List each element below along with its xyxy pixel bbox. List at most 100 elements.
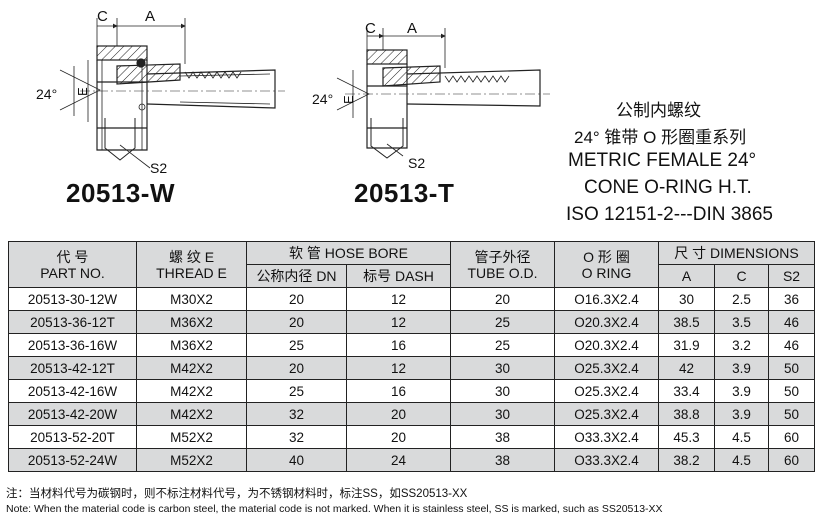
- cell-o-ring: O33.3X2.4: [554, 425, 659, 449]
- cell-tube-od: 38: [450, 425, 555, 449]
- fitting-drawings: C A 24° E S2 C A 24° E S2: [36, 8, 550, 176]
- cell-part-no: 20513-42-20W: [8, 402, 137, 426]
- cell-tube-od: 30: [450, 356, 555, 380]
- cell-dash: 12: [346, 310, 451, 334]
- cell-dim-a: 31.9: [658, 333, 715, 357]
- cell-thread: M42X2: [136, 402, 247, 426]
- cell-dim-c: 2.5: [714, 287, 769, 311]
- header-part-no: 代 号 PART NO.: [8, 241, 137, 288]
- model-label-w: 20513-W: [66, 178, 175, 208]
- header-hose-bore: 软 管 HOSE BORE: [246, 241, 451, 265]
- cell-thread: M42X2: [136, 356, 247, 380]
- note-english: Note: When the material code is carbon s…: [6, 503, 663, 515]
- cell-dn: 20: [246, 356, 347, 380]
- cell-dash: 12: [346, 356, 451, 380]
- cell-o-ring: O25.3X2.4: [554, 356, 659, 380]
- title-en-line1: METRIC FEMALE 24°: [568, 150, 757, 171]
- header-tube-od: 管子外径 TUBE O.D.: [450, 241, 555, 288]
- cell-thread: M52X2: [136, 448, 247, 472]
- cell-dim-s2: 50: [767, 379, 816, 403]
- cell-thread: M36X2: [136, 310, 247, 334]
- cell-part-no: 20513-36-12T: [8, 310, 137, 334]
- cell-dn: 32: [246, 425, 347, 449]
- cell-tube-od: 25: [450, 333, 555, 357]
- cell-dim-a: 33.4: [658, 379, 715, 403]
- cell-dim-s2: 50: [767, 356, 816, 380]
- dim-s2-label-w: S2: [150, 160, 167, 176]
- cell-tube-od: 38: [450, 448, 555, 472]
- drawing-20513-w: [59, 18, 285, 169]
- cell-dim-s2: 46: [767, 333, 816, 357]
- cell-thread: M30X2: [136, 287, 247, 311]
- header-dim-c: C: [714, 264, 769, 288]
- cell-tube-od: 20: [450, 287, 555, 311]
- cell-tube-od: 30: [450, 379, 555, 403]
- cell-thread: M52X2: [136, 425, 247, 449]
- cell-part-no: 20513-36-16W: [8, 333, 137, 357]
- cell-dim-a: 38.8: [658, 402, 715, 426]
- cell-dim-s2: 60: [767, 448, 816, 472]
- table-row: 20513-36-12T M36X2 20 12 25 O20.3X2.4 38…: [8, 310, 816, 334]
- table-row: 20513-52-20T M52X2 32 20 38 O33.3X2.4 45…: [8, 425, 816, 449]
- cell-dash: 20: [346, 425, 451, 449]
- cell-dim-s2: 60: [767, 425, 816, 449]
- cell-dim-c: 4.5: [714, 425, 769, 449]
- header-o-ring: O 形 圈 O RING: [554, 241, 659, 288]
- header-dimensions: 尺 寸 DIMENSIONS: [657, 241, 816, 265]
- dim-a-label-t: A: [407, 20, 417, 37]
- angle-label-t: 24°: [312, 91, 333, 107]
- dim-c-label-w: C: [97, 8, 108, 25]
- cell-dn: 20: [246, 310, 347, 334]
- cell-dim-c: 3.2: [714, 333, 769, 357]
- header-dash: 标号 DASH: [346, 264, 451, 288]
- cell-dim-s2: 36: [767, 287, 816, 311]
- cell-o-ring: O33.3X2.4: [554, 448, 659, 472]
- title-cn-line1: 公制内螺纹: [616, 101, 701, 120]
- cell-dim-a: 42: [658, 356, 715, 380]
- cell-part-no: 20513-52-20T: [8, 425, 137, 449]
- cell-dash: 20: [346, 402, 451, 426]
- dim-c-label-t: C: [365, 20, 376, 37]
- header-dim-a: A: [658, 264, 715, 288]
- cell-part-no: 20513-42-12T: [8, 356, 137, 380]
- cell-dim-a: 45.3: [658, 425, 715, 449]
- table-row: 20513-52-24W M52X2 40 24 38 O33.3X2.4 38…: [8, 448, 816, 472]
- dim-e-label-w: E: [75, 87, 90, 96]
- cell-dim-s2: 46: [767, 310, 816, 334]
- cell-dim-c: 3.9: [714, 356, 769, 380]
- table-row: 20513-42-20W M42X2 32 20 30 O25.3X2.4 38…: [8, 402, 816, 426]
- cell-dash: 16: [346, 333, 451, 357]
- cell-tube-od: 30: [450, 402, 555, 426]
- angle-label-w: 24°: [36, 86, 57, 102]
- cell-dim-s2: 50: [767, 402, 816, 426]
- header-thread: 螺 纹 E THREAD E: [136, 241, 247, 288]
- cell-dim-a: 38.2: [658, 448, 715, 472]
- table-row: 20513-30-12W M30X2 20 12 20 O16.3X2.4 30…: [8, 287, 816, 311]
- model-label-t: 20513-T: [354, 178, 455, 208]
- cell-part-no: 20513-30-12W: [8, 287, 137, 311]
- cell-o-ring: O25.3X2.4: [554, 402, 659, 426]
- cell-thread: M42X2: [136, 379, 247, 403]
- cell-dim-c: 4.5: [714, 448, 769, 472]
- cell-dn: 32: [246, 402, 347, 426]
- cell-dn: 25: [246, 333, 347, 357]
- cell-part-no: 20513-52-24W: [8, 448, 137, 472]
- cell-o-ring: O20.3X2.4: [554, 310, 659, 334]
- cell-dn: 20: [246, 287, 347, 311]
- cell-dash: 16: [346, 379, 451, 403]
- note-chinese: 注：当材料代号为碳钢时，则不标注材料代号，为不锈钢材料时，标注SS，如SS205…: [6, 488, 468, 500]
- spec-table: 代 号 PART NO. 螺 纹 E THREAD E 软 管 HOSE BOR…: [8, 241, 816, 472]
- cell-dim-c: 3.9: [714, 379, 769, 403]
- cell-tube-od: 25: [450, 310, 555, 334]
- header-dn: 公称内径 DN: [246, 264, 347, 288]
- cell-o-ring: O16.3X2.4: [554, 287, 659, 311]
- dim-s2-label-t: S2: [408, 155, 425, 171]
- drawing-20513-t: [336, 28, 550, 159]
- cell-dim-c: 3.5: [714, 310, 769, 334]
- cell-dn: 40: [246, 448, 347, 472]
- title-en-line2: CONE O-RING H.T.: [584, 177, 752, 198]
- cell-dash: 24: [346, 448, 451, 472]
- title-cn-line2: 24° 锥带 O 形圈重系列: [574, 128, 747, 147]
- table-row: 20513-36-16W M36X2 25 16 25 O20.3X2.4 31…: [8, 333, 816, 357]
- cell-dim-a: 30: [658, 287, 715, 311]
